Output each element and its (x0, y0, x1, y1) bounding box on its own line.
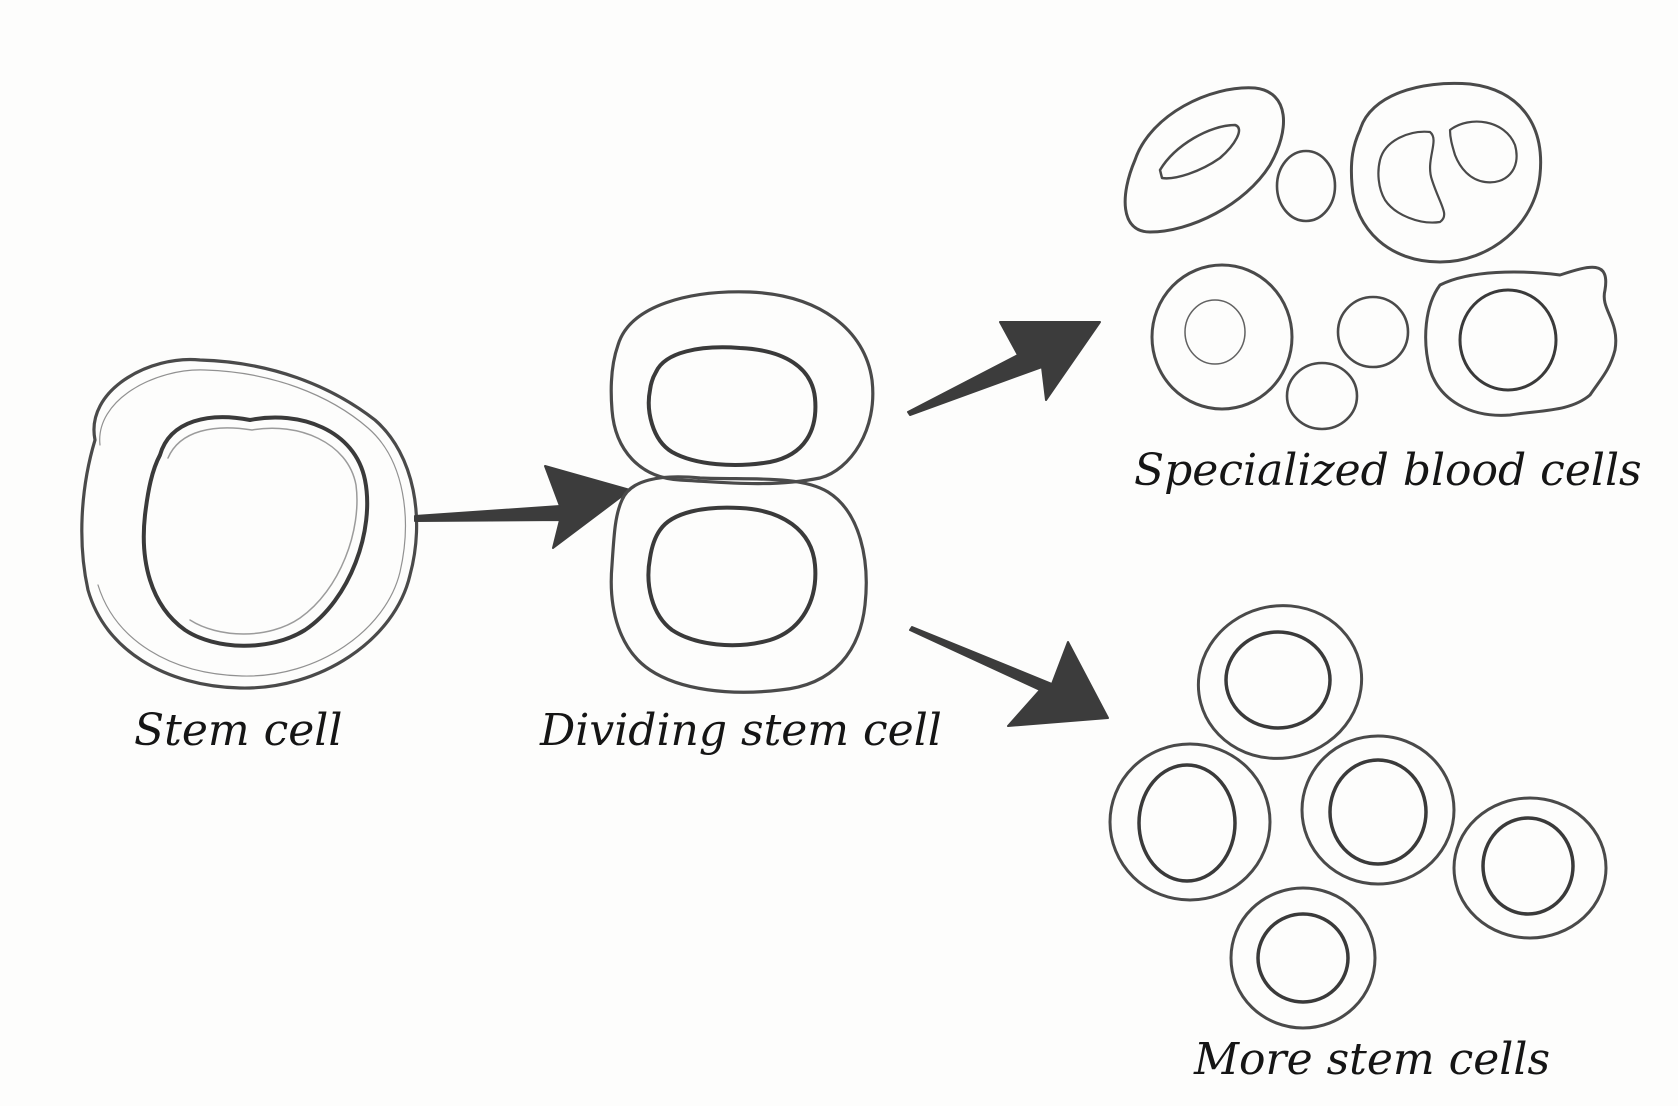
stem-cell-nucleus (141, 415, 370, 648)
stem-cell: Stem cell (80, 357, 419, 756)
small-lymphocyte-2 (1336, 295, 1410, 369)
neutrophil (1349, 81, 1543, 264)
stem-cell-label: Stem cell (134, 705, 342, 756)
dividing-stem-cell-label: Dividing stem cell (539, 705, 942, 756)
dividing-cell-lower-membrane (609, 475, 868, 694)
stem-cell-copy-4 (1452, 796, 1608, 940)
dividing-cell-upper-membrane (609, 290, 875, 486)
arrow-to-specialized-cells (907, 321, 1101, 416)
red-blood-cell-round (1150, 263, 1294, 411)
arrow-to-more-stem-cells (909, 626, 1109, 727)
stem-cell-copy-2 (1108, 742, 1272, 902)
more-stem-cells: More stem cells (1108, 604, 1608, 1085)
specialized-blood-cells-label: Specialized blood cells (1134, 445, 1642, 496)
dividing-stem-cell: Dividing stem cell (539, 290, 942, 756)
small-lymphocyte-3 (1285, 361, 1359, 431)
specialized-blood-cells: Specialized blood cells (1123, 81, 1642, 496)
stem-cell-copy-5 (1229, 886, 1377, 1030)
stem-cell-copy-1 (1196, 604, 1364, 760)
stem-cell-copy-3 (1300, 734, 1456, 886)
dividing-cell-upper-nucleus (646, 345, 818, 467)
dividing-cell-lower-nucleus (646, 505, 818, 648)
small-lymphocyte-1 (1275, 149, 1337, 223)
more-stem-cells-label: More stem cells (1193, 1034, 1550, 1085)
irregular-cell (1424, 265, 1618, 417)
stem-cell-membrane (80, 357, 419, 690)
red-blood-cell-tilted (1123, 86, 1285, 234)
arrow-stem-to-dividing (414, 465, 631, 549)
